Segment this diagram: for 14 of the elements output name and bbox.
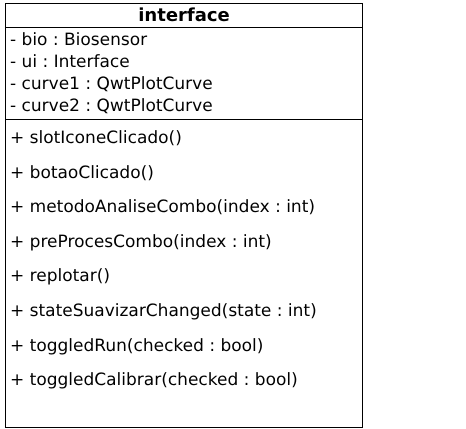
attribute-text: - curve2 : QwtPlotCurve bbox=[9, 95, 213, 117]
attribute-text: - ui : Interface bbox=[9, 51, 130, 73]
method-text: + toggledRun(checked : bool) bbox=[9, 334, 264, 358]
method-text: + slotIconeClicado() bbox=[9, 127, 182, 150]
method-text: + preProcesCombo(index : int) bbox=[9, 230, 272, 254]
attribute-text: - curve1 : QwtPlotCurve bbox=[9, 73, 213, 95]
method-text: + toggledCalibrar(checked : bool) bbox=[9, 369, 298, 392]
class-box bbox=[5, 3, 363, 428]
attribute-text: - bio : Biosensor bbox=[9, 29, 148, 51]
method-text: + stateSuavizarChanged(state : int) bbox=[9, 300, 317, 323]
method-text: + replotar() bbox=[9, 265, 110, 288]
class-name: interface bbox=[138, 5, 230, 27]
method-text: + botaoClicado() bbox=[9, 162, 154, 185]
method-text: + metodoAnaliseCombo(index : int) bbox=[9, 196, 316, 220]
